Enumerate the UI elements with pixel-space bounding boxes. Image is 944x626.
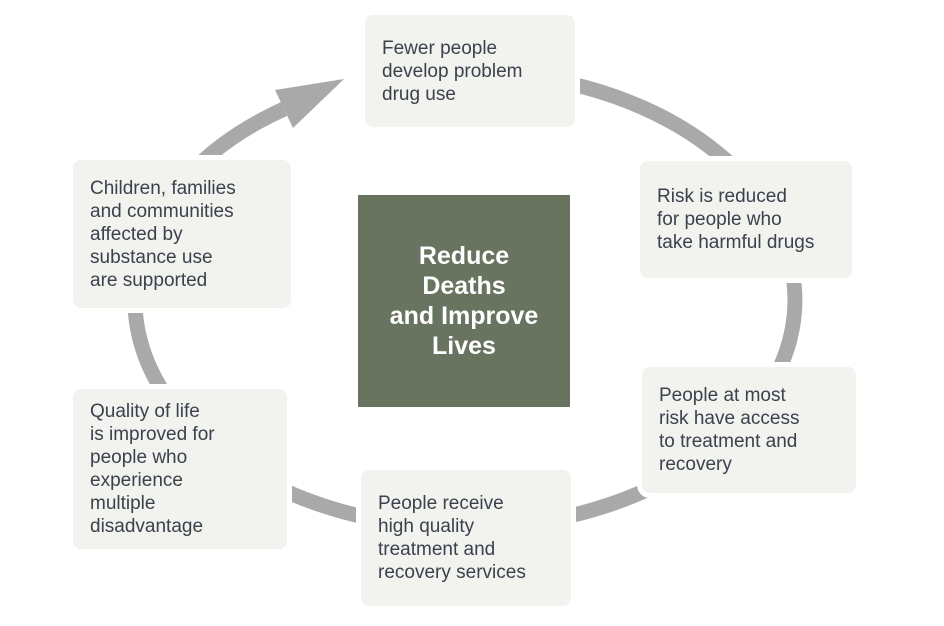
- node-label: People receive high quality treatment an…: [378, 493, 526, 583]
- node-label: Fewer people develop problem drug use: [382, 37, 523, 105]
- node-risk-reduced: Risk is reduced for people who take harm…: [640, 161, 852, 278]
- node-label: Quality of life is improved for people w…: [90, 401, 215, 537]
- center-goal-label: Reduce Deaths and Improve Lives: [389, 242, 539, 360]
- node-label: Children, families and communities affec…: [90, 177, 236, 291]
- node-access-treatment-recovery: People at most risk have access to treat…: [642, 367, 856, 493]
- node-children-families-communities: Children, families and communities affec…: [73, 160, 291, 308]
- node-label: People at most risk have access to treat…: [659, 385, 800, 475]
- node-label: Risk is reduced for people who take harm…: [657, 186, 815, 253]
- center-goal-box: Reduce Deaths and Improve Lives: [358, 195, 570, 407]
- node-high-quality-treatment: People receive high quality treatment an…: [361, 470, 571, 606]
- node-fewer-problem-drug-use: Fewer people develop problem drug use: [365, 15, 575, 127]
- arrowhead-icon: [275, 79, 344, 128]
- node-quality-of-life: Quality of life is improved for people w…: [73, 389, 287, 549]
